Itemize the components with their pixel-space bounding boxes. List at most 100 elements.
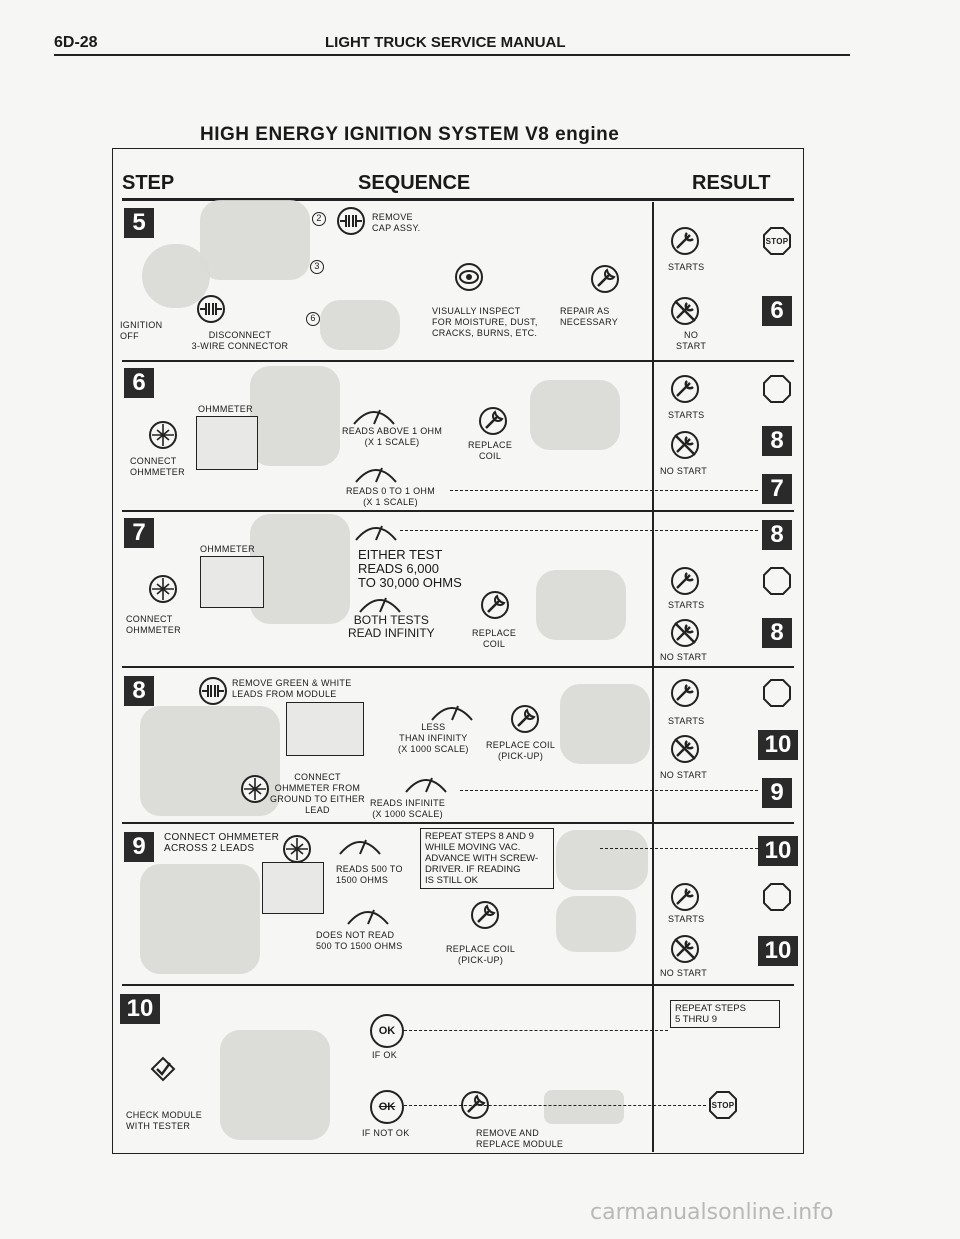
gauge-icon [355, 525, 397, 541]
goto-step-8: 8 [762, 426, 792, 456]
s6-ohmmeter: OHMMETER [198, 404, 253, 414]
gauge-icon [353, 409, 395, 425]
s8-starts: STARTS [668, 716, 705, 726]
ohmmeter-box [286, 702, 364, 756]
dash-line [460, 790, 758, 791]
dash-line [450, 490, 758, 491]
dash-line [404, 1030, 668, 1031]
check-icon [150, 1056, 176, 1082]
distributor-cap-illustration [200, 200, 310, 280]
pickup-coil-illustration [560, 684, 650, 764]
sep-9-10 [122, 984, 794, 986]
distributor-module-illustration [140, 864, 260, 974]
module-illustration [544, 1090, 624, 1124]
s9-starts: STARTS [668, 914, 705, 924]
meter-icon [241, 775, 269, 803]
key-off-icon [670, 934, 700, 964]
goto-step-10: 10 [758, 836, 798, 866]
key-icon [670, 678, 700, 708]
stop-label: STOP [765, 237, 789, 246]
meter-icon [283, 835, 311, 863]
coil-illustration [250, 366, 340, 466]
ok-icon: OK [370, 1014, 404, 1048]
s7-no-start: NO START [660, 652, 708, 662]
plug-icon [197, 295, 225, 323]
watermark: carmanualsonline.info [590, 1200, 834, 1225]
goto-step-10: 10 [758, 936, 798, 966]
step-10-badge: 10 [120, 994, 160, 1024]
wrench-icon [478, 406, 508, 436]
meter-icon [149, 575, 177, 603]
s6-reads-0: READS 0 TO 1 OHM(X 1 SCALE) [346, 486, 435, 507]
s7-starts: STARTS [668, 600, 705, 610]
col-sequence: SEQUENCE [358, 172, 471, 194]
wrench-icon [590, 264, 620, 294]
ignition-switch-illustration [142, 244, 210, 308]
gauge-icon [355, 467, 397, 483]
pickup-coil-illustration [556, 830, 648, 890]
stop-icon [763, 375, 791, 403]
stop-icon [763, 883, 791, 911]
s8-no-start: NO START [660, 770, 708, 780]
wrench-icon [480, 590, 510, 620]
module-tester-illustration [220, 1030, 330, 1140]
s8-replace: REPLACE COIL(PICK-UP) [486, 740, 556, 761]
s8-reads-inf: READS INFINITE(X 1000 SCALE) [370, 798, 446, 819]
s10-if-ok: IF OK [372, 1050, 398, 1060]
page-number: 6D-28 [54, 34, 98, 51]
stop-icon [763, 567, 791, 595]
goto-step-8: 8 [762, 520, 792, 550]
pickup-coil-illustration [556, 896, 636, 952]
coil-part-illustration [536, 570, 626, 640]
sep-8-9 [122, 822, 794, 824]
sep-7-8 [122, 666, 794, 668]
key-off-icon [670, 734, 700, 764]
callout-3: 3 [310, 260, 324, 274]
s6-reads-above: READS ABOVE 1 OHM(X 1 SCALE) [342, 426, 443, 447]
ohmmeter-box [262, 862, 324, 914]
s10-if-not-ok: IF NOT OK [362, 1128, 410, 1138]
gauge-icon [359, 597, 401, 613]
s5-starts: STARTS [668, 262, 705, 272]
gauge-icon [431, 705, 473, 721]
dash-line [404, 1105, 706, 1106]
gauge-icon [347, 909, 389, 925]
chart-frame [112, 148, 804, 1154]
wrench-icon [470, 900, 500, 930]
col-step: STEP [122, 172, 175, 194]
coil-illustration [250, 514, 350, 624]
s6-starts: STARTS [668, 410, 705, 420]
dash-line [600, 848, 758, 849]
key-icon [670, 882, 700, 912]
goto-step-10: 10 [758, 730, 798, 760]
sep-5-6 [122, 360, 794, 362]
col-result: RESULT [692, 172, 771, 194]
step-7-badge: 7 [124, 518, 154, 548]
step-5-badge: 5 [124, 208, 154, 238]
step-9-badge: 9 [124, 832, 154, 862]
key-off-icon [670, 618, 700, 648]
s9-replace: REPLACE COIL(PICK-UP) [446, 944, 516, 965]
step-6-badge: 6 [124, 368, 154, 398]
callout-6: 6 [306, 312, 320, 326]
key-icon [670, 374, 700, 404]
stop-label: STOP [711, 1101, 735, 1110]
